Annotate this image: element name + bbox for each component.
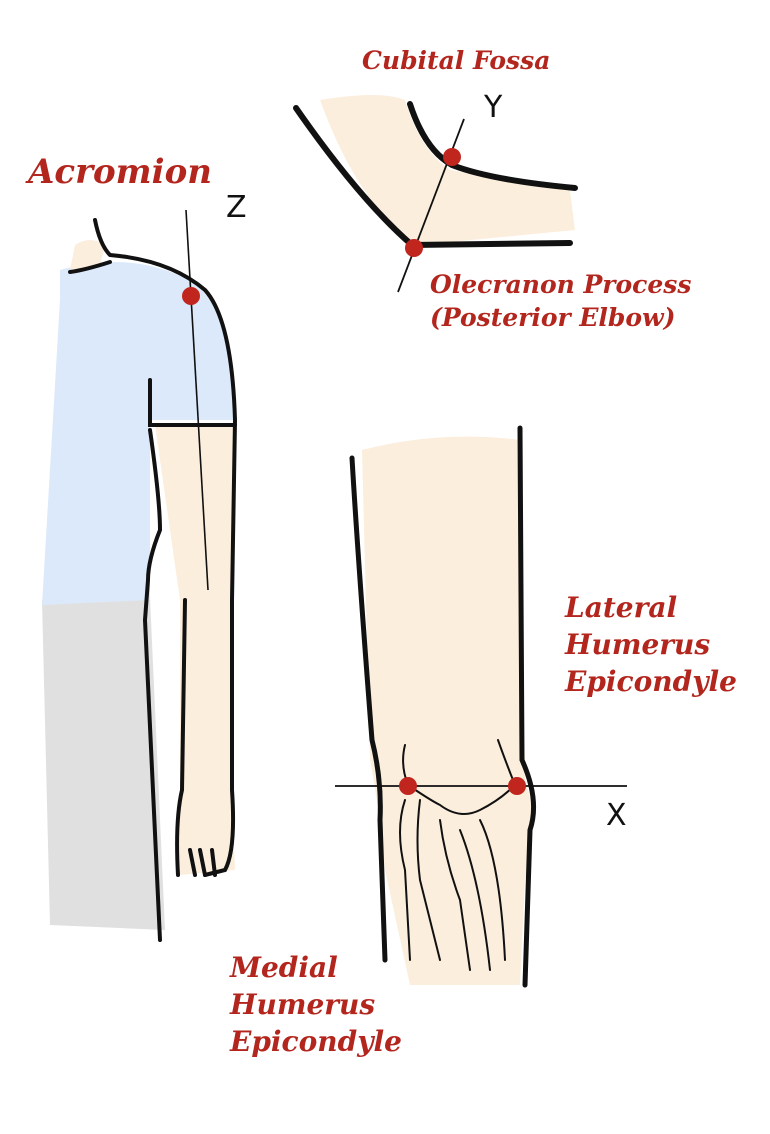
medial-epicondyle-point: [399, 777, 417, 795]
lateral-epicondyle-label: Lateral Humerus Epicondyle: [565, 591, 737, 698]
body-figure: [42, 209, 238, 942]
medial-epicondyle-label: Medial Humerus Epicondyle: [230, 951, 402, 1058]
acromion-point: [182, 287, 200, 305]
cubital-fossa-label: Cubital Fossa: [362, 46, 551, 75]
y-axis-line: [397, 118, 465, 293]
lateral-epicondyle-point: [508, 777, 526, 795]
x-axis-label: X: [606, 798, 627, 833]
pants-fill: [42, 598, 165, 930]
olecranon-point: [405, 239, 423, 257]
elbow-posterior-view: [335, 425, 627, 988]
olecranon-label: Olecranon Process (Posterior Elbow): [430, 270, 692, 332]
head-fill: [70, 240, 105, 270]
elbow-side-view: [293, 95, 578, 293]
arm-fill: [155, 425, 235, 875]
z-axis-label: Z: [226, 190, 247, 225]
z-axis-line: [185, 209, 209, 591]
cubital-fossa-point: [443, 148, 461, 166]
acromion-label: Acromion: [28, 152, 212, 192]
shirt-fill: [42, 262, 235, 605]
y-axis-label: Y: [484, 90, 503, 125]
